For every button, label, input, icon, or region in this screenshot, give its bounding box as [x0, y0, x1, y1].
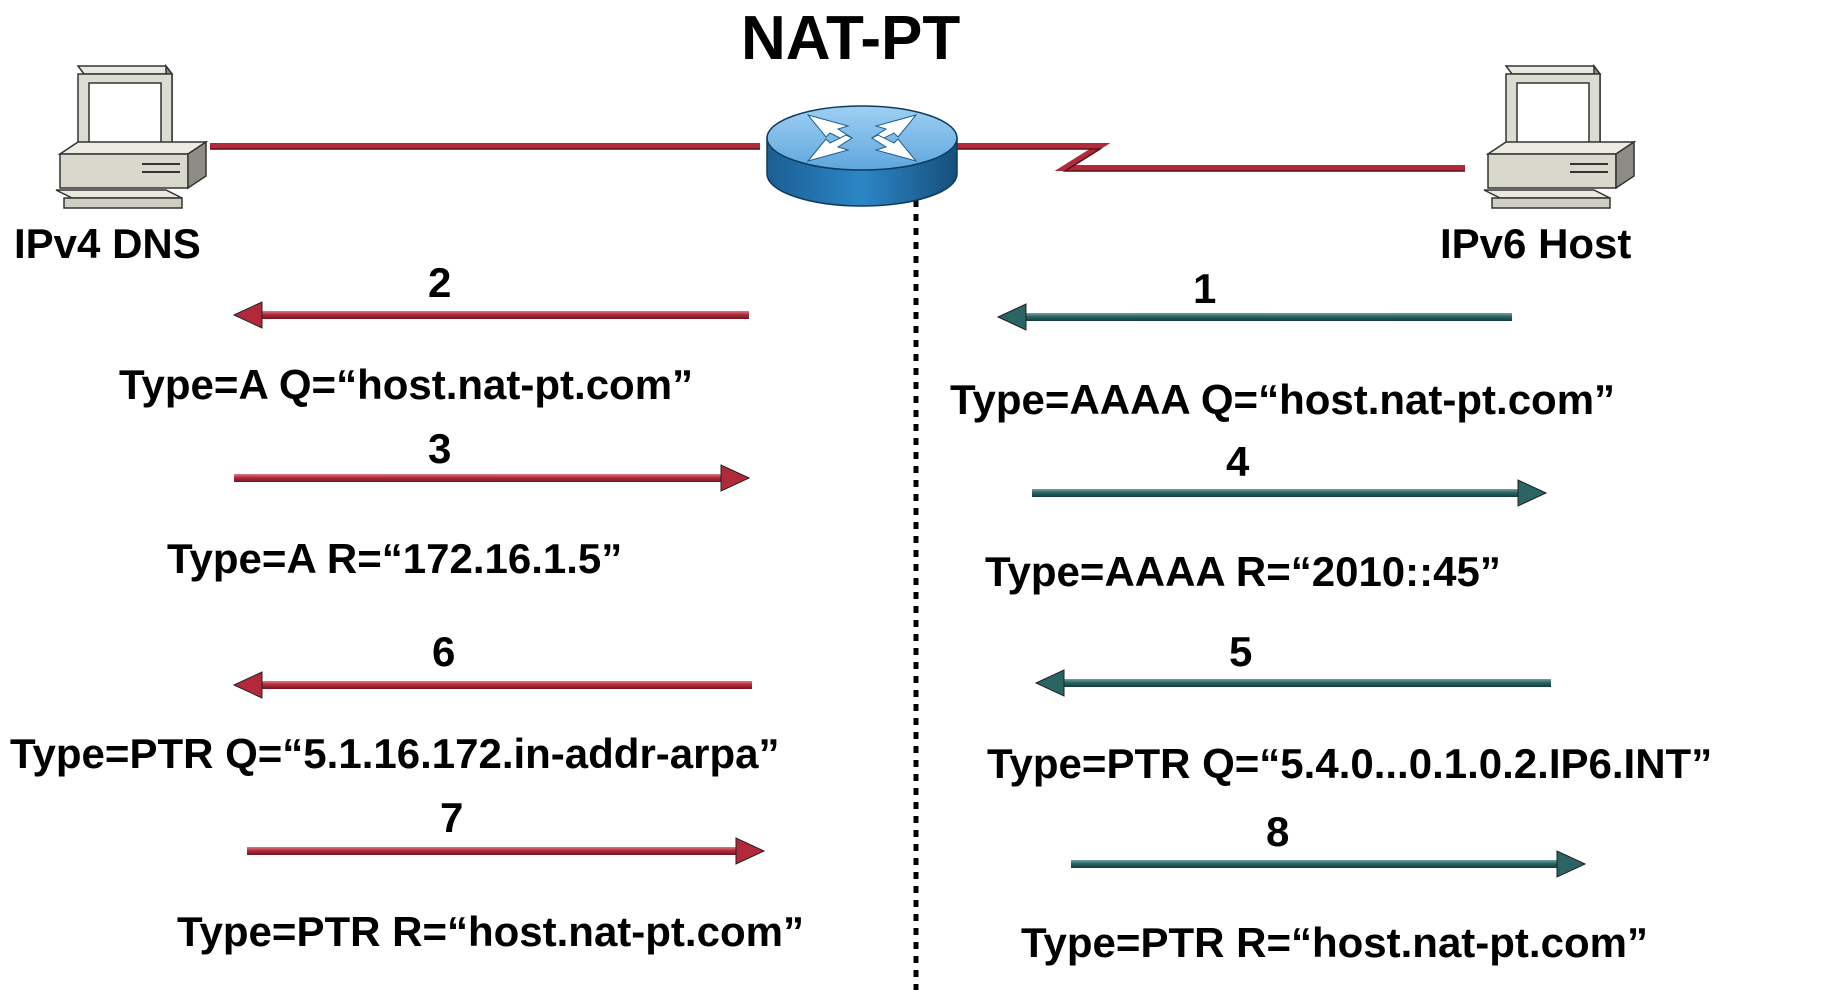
arrow-head: [735, 837, 766, 865]
message-text: Type=AAAA Q=“host.nat-pt.com”: [950, 376, 1616, 423]
ipv6-host-computer-icon: [1483, 65, 1635, 209]
diagram-title: NAT-PT: [741, 4, 961, 73]
nat-pt-router-icon: [766, 105, 958, 207]
arrow-shaft: [234, 474, 723, 482]
message-arrow-6: [232, 671, 752, 699]
arrow-shaft: [1024, 313, 1512, 321]
arrow-shaft: [260, 311, 749, 319]
step-number: 8: [1266, 808, 1290, 855]
message-text: Type=PTR Q=“5.4.0...0.1.0.2.IP6.INT”: [987, 740, 1713, 787]
arrow-head: [232, 301, 263, 329]
message-text: Type=PTR R=“host.nat-pt.com”: [1021, 919, 1648, 966]
arrow-head: [1034, 669, 1065, 697]
message-text: Type=A R=“172.16.1.5”: [167, 535, 623, 582]
message-text: Type=PTR R=“host.nat-pt.com”: [177, 908, 804, 955]
arrow-shaft: [1032, 489, 1520, 497]
arrow-shaft: [247, 847, 738, 855]
arrow-head: [232, 671, 263, 699]
arrow-head: [1517, 479, 1548, 507]
arrow-shaft: [1071, 860, 1559, 868]
arrow-shaft: [1062, 679, 1551, 687]
message-arrow-3: [234, 464, 751, 492]
message-arrow-2: [232, 301, 749, 329]
step-number: 4: [1226, 438, 1250, 485]
arrow-head: [1556, 850, 1587, 878]
ipv6-serial-link: [950, 143, 1465, 172]
step-number: 3: [428, 425, 452, 472]
message-arrow-7: [247, 837, 766, 865]
ipv4-link: [210, 143, 760, 150]
arrow-head: [996, 303, 1027, 331]
step-number: 2: [428, 259, 452, 306]
step-number: 5: [1229, 628, 1253, 675]
message-text: Type=PTR Q=“5.1.16.172.in-addr-arpa”: [10, 730, 780, 777]
step-number: 1: [1193, 265, 1217, 312]
message-arrow-4: [1032, 479, 1548, 507]
ipv6-host-label: IPv6 Host: [1440, 220, 1632, 267]
step-number: 6: [432, 628, 456, 675]
message-arrow-8: [1071, 850, 1587, 878]
message-arrow-1: [996, 303, 1512, 331]
message-text: Type=AAAA R=“2010::45”: [985, 548, 1501, 595]
message-text: Type=A Q=“host.nat-pt.com”: [119, 361, 694, 408]
arrow-head: [720, 464, 751, 492]
ipv4-dns-computer-icon: [55, 65, 207, 209]
step-number: 7: [440, 794, 464, 841]
message-arrow-5: [1034, 669, 1551, 697]
message-arrows: [232, 301, 1587, 878]
arrow-shaft: [260, 681, 752, 689]
ipv4-dns-label: IPv4 DNS: [14, 220, 201, 267]
